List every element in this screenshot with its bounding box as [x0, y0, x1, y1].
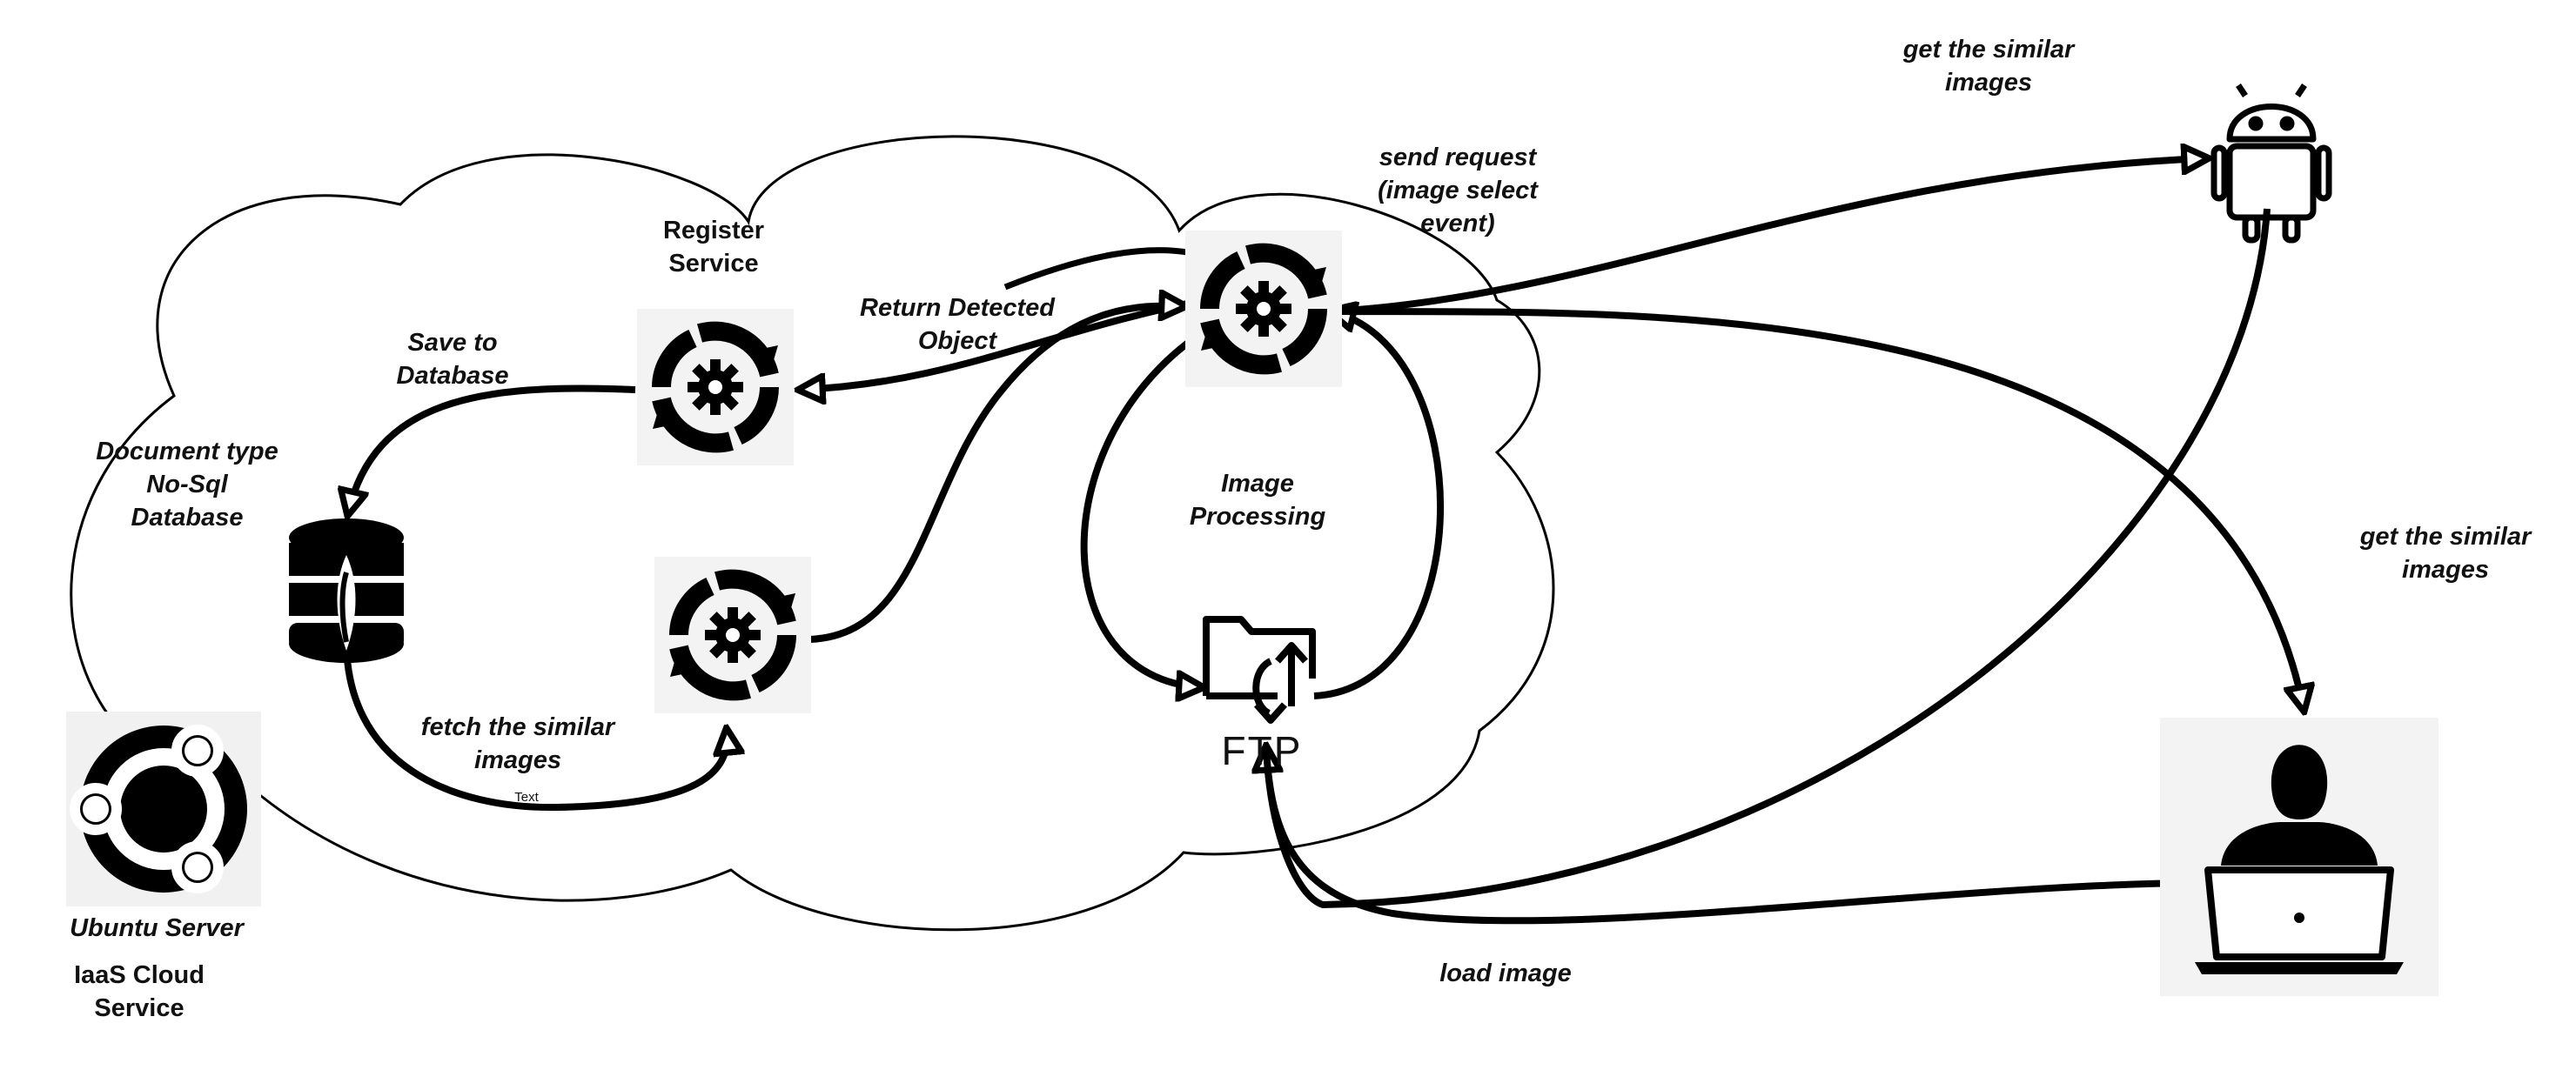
arrow-fetch-similar-images — [342, 634, 727, 812]
user-laptop-icon — [2160, 718, 2438, 996]
label-register-service: Register Service — [662, 217, 765, 278]
image-processing-service-icon — [1185, 231, 1342, 387]
label-image-processing: Image Processing — [1189, 470, 1326, 531]
fetch-service-icon — [654, 557, 811, 713]
database-icon — [289, 518, 404, 663]
arrow-return-detected-object — [801, 294, 1218, 390]
line-android-to-ftp — [1266, 208, 2271, 909]
arrow-processing-to-ftp — [1080, 327, 1205, 687]
label-ubuntu-server: Ubuntu Server — [70, 914, 244, 942]
label-ftp: FTP — [1221, 728, 1303, 773]
label-return-detected-object: Return Detected Object — [860, 294, 1055, 355]
label-load-image: load image — [1439, 960, 1572, 987]
cloud-boundary — [70, 135, 1555, 932]
label-document-db: Document type No-Sql Database — [96, 438, 278, 532]
label-save-to-database: Save to Database — [396, 329, 509, 390]
register-service-icon — [637, 309, 794, 465]
arrow-ftp-to-processing — [1313, 311, 1444, 699]
ubuntu-logo-icon — [66, 712, 261, 906]
label-get-similar-images-right: get the similar images — [2359, 523, 2532, 584]
android-icon — [2210, 84, 2332, 244]
arrow-fetch-to-processing — [808, 306, 1184, 643]
label-iaas-cloud-service: IaaS Cloud Service — [74, 961, 205, 1022]
line-user-to-ftp — [1263, 747, 2185, 925]
label-get-similar-images-top: get the similar images — [1902, 36, 2075, 97]
label-fetch-similar-images: fetch the similar images — [420, 713, 615, 774]
arrow-save-to-database — [348, 385, 636, 513]
arrow-get-similar-images-user — [1339, 308, 2304, 709]
label-send-request: send request (image select event) — [1378, 144, 1538, 237]
ftp-folder-icon — [1203, 616, 1316, 724]
label-text-marker: Text — [514, 790, 539, 805]
arrow-send-request — [1331, 158, 2206, 315]
